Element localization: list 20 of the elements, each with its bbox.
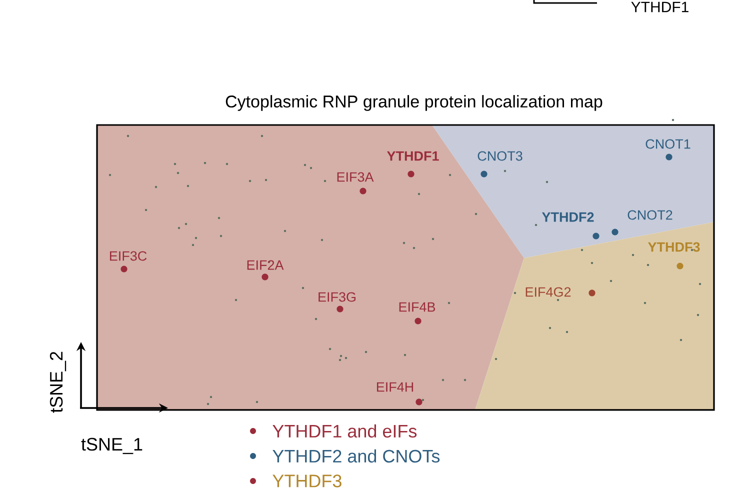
protein-label: YTHDF1 [386,151,439,161]
protein-label: EIF4G2 [526,287,571,297]
panel-label: YTHDF1 [631,2,688,12]
legend-label: YTHDF3 [272,474,342,488]
protein-label: EIF3C [110,251,147,261]
protein-label: EIF4B [399,302,436,312]
protein-label: YTHDF2 [542,212,594,222]
protein-label: CNOT2 [628,210,672,220]
legend-label: YTHDF2 and CNOTs [272,449,440,463]
axis-label: tSNE_1 [81,438,142,454]
legend-label: YTHDF1 and eIFs [272,424,417,438]
protein-label: EIF3G [318,292,356,302]
protein-label: EIF2A [247,260,284,270]
protein-label: CNOT1 [646,139,690,149]
protein-label: EIF4H [376,382,414,392]
protein-label: YTHDF3 [648,242,700,252]
chart-title: Cytoplasmic RNP granule protein localization map [226,95,602,111]
axis-label: tSNE_2 [50,352,66,413]
protein-label: EIF3A [337,172,374,182]
protein-label: CNOT3 [478,151,522,161]
